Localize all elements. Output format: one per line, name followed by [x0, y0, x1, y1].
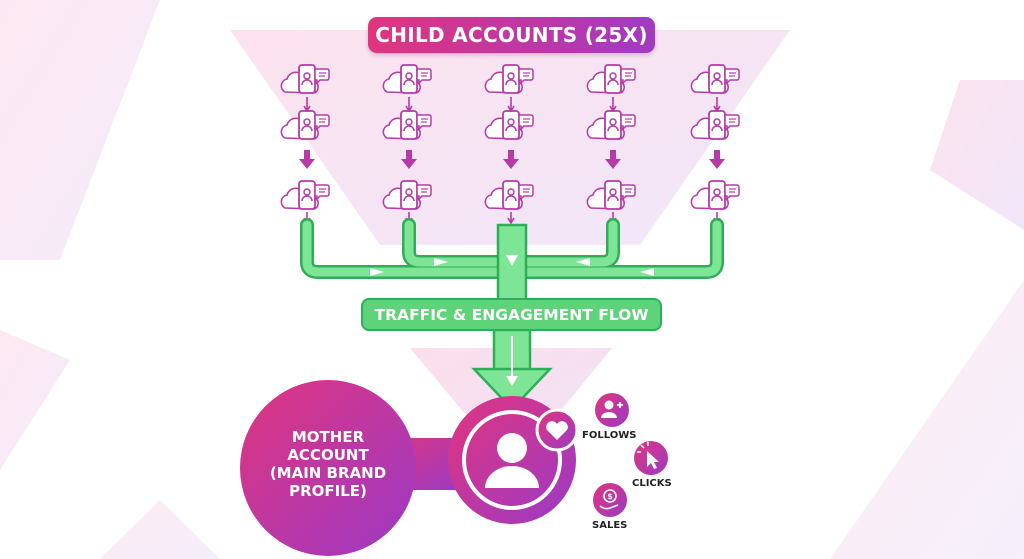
cursor-click-icon	[634, 441, 668, 475]
down-arrow	[503, 150, 519, 169]
clicks-label: CLICKS	[632, 478, 672, 489]
down-arrow	[303, 97, 311, 113]
down-arrow	[709, 150, 725, 169]
down-arrow	[605, 150, 621, 169]
mother-label-line: ACCOUNT	[287, 446, 369, 464]
traffic-flow-label: TRAFFIC & ENGAGEMENT FLOW	[361, 298, 662, 331]
mother-account	[240, 380, 460, 556]
heart-icon	[535, 408, 579, 452]
child-account-icon	[280, 180, 330, 210]
follows-label: FOLLOWS	[582, 430, 637, 441]
down-arrow	[609, 97, 617, 113]
mother-label-line: PROFILE)	[289, 482, 367, 500]
down-arrow	[405, 97, 413, 113]
down-arrow	[713, 97, 721, 113]
sales-label: SALES	[592, 520, 628, 531]
mother-label-line: MOTHER	[291, 428, 365, 446]
traffic-flow-arrows	[300, 218, 724, 411]
svg-text:$: $	[607, 492, 613, 501]
down-arrow	[507, 97, 515, 113]
down-arrow	[299, 150, 315, 169]
money-hand-icon: $	[593, 483, 627, 517]
down-arrow	[401, 150, 417, 169]
user-plus-icon	[595, 393, 629, 427]
mother-label-line: (MAIN BRAND	[269, 464, 387, 482]
mother-account-label: MOTHER ACCOUNT (MAIN BRAND PROFILE)	[262, 428, 394, 500]
child-account-icon	[690, 180, 740, 210]
down-arrow	[507, 212, 515, 225]
child-accounts-title: CHILD ACCOUNTS (25X)	[368, 17, 655, 53]
